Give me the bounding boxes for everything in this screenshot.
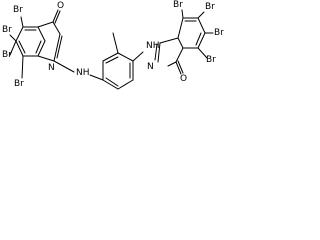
bond <box>37 21 54 28</box>
bond <box>117 52 134 62</box>
bond <box>37 40 46 57</box>
bond <box>52 21 61 35</box>
bond <box>181 9 184 19</box>
bond <box>167 61 177 67</box>
bond <box>56 35 63 59</box>
bond <box>105 77 119 87</box>
central-phenylene-fragment <box>89 32 144 90</box>
atom-label-bromine: Br <box>173 0 183 10</box>
bond <box>9 34 17 42</box>
bond <box>37 26 46 42</box>
bond <box>175 61 182 75</box>
bond <box>105 56 119 64</box>
atom-label-nitrogen: N <box>48 63 55 73</box>
atom-label-amine: NH <box>76 68 90 78</box>
bond <box>54 10 61 24</box>
bond <box>53 60 75 73</box>
bond <box>197 17 206 34</box>
bond <box>15 26 24 42</box>
atom-label-bromine: Br <box>205 2 215 12</box>
chemical-structure-diagram: Br Br Br Br O N NH NH Br Br Br Br N O <box>2 0 224 90</box>
bond <box>35 40 42 54</box>
bond <box>53 33 61 62</box>
bond <box>89 74 104 81</box>
bond <box>132 51 144 62</box>
methyl-bond <box>112 32 119 54</box>
atom-label-bromine: Br <box>14 79 24 89</box>
bond <box>157 42 161 63</box>
bond <box>18 40 26 54</box>
atom-label-amine: NH <box>146 41 160 51</box>
bond <box>177 37 184 49</box>
bond <box>177 60 184 74</box>
atom-label-oxygen: O <box>180 74 187 84</box>
atom-label-bromine: Br <box>2 50 12 60</box>
atom-label-bromine: Br <box>214 28 224 38</box>
left-isoindolone-fragment <box>9 9 75 79</box>
bond <box>15 40 24 57</box>
bond <box>177 17 184 39</box>
atom-label-oxygen: O <box>57 1 64 11</box>
bond <box>102 79 119 90</box>
bond <box>154 43 158 61</box>
bond <box>197 32 206 49</box>
bond <box>37 55 55 62</box>
bond <box>117 79 134 90</box>
bond <box>195 32 202 46</box>
bond <box>20 16 24 28</box>
bond <box>159 37 179 44</box>
bond <box>9 40 17 56</box>
bond <box>21 55 24 79</box>
bond <box>102 52 119 62</box>
atom-label-nitrogen: N <box>147 62 154 72</box>
atom-label-bromine: Br <box>13 5 23 15</box>
bond <box>197 11 205 19</box>
bond <box>175 47 184 63</box>
bond <box>52 9 59 23</box>
bond <box>197 47 208 59</box>
right-isoindolone-fragment <box>154 9 214 75</box>
atom-label-bromine: Br <box>206 55 216 65</box>
atom-label-bromine: Br <box>2 25 12 35</box>
